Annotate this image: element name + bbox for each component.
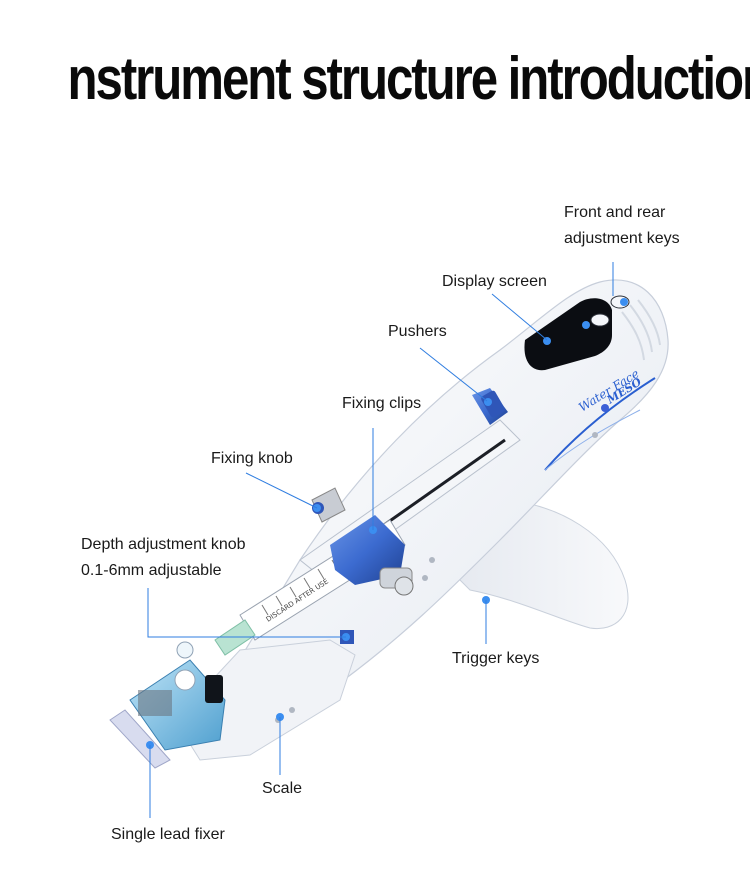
page-title: nstrument structure introduction — [67, 45, 750, 112]
label-scale: Scale — [262, 780, 303, 797]
fixing-knob — [311, 487, 346, 523]
label-trigger-keys: Trigger keys — [452, 650, 540, 667]
brand-swoosh — [544, 377, 656, 471]
label-depth-line2: 0.1-6mm adjustable — [81, 562, 222, 579]
label-pushers: Pushers — [388, 323, 447, 340]
label-fixing-knob: Fixing knob — [211, 450, 293, 467]
rear-ribs — [621, 299, 661, 361]
depth-adjustment-knob — [340, 567, 414, 644]
label-front-rear-line1: Front and rear — [564, 204, 666, 221]
leader-depth — [147, 588, 346, 638]
leader-lines — [147, 262, 614, 818]
label-fixing-clips: Fixing clips — [342, 395, 422, 412]
label-depth-adjustment: Depth adjustment knob 0.1-6mm adjustable — [81, 532, 246, 584]
display-screen — [524, 298, 612, 371]
label-single-lead-fixer: Single lead fixer — [111, 826, 225, 843]
gun-body — [214, 279, 669, 749]
rear-adjustment-key — [590, 313, 610, 327]
leader-fixing-knob — [245, 472, 318, 509]
label-display-screen: Display screen — [442, 273, 547, 290]
label-front-rear-line2: adjustment keys — [564, 230, 680, 247]
needle-cartridge — [109, 641, 226, 769]
label-depth-line1: Depth adjustment knob — [81, 536, 246, 553]
label-front-rear-keys: Front and rear adjustment keys — [564, 200, 680, 252]
leader-display — [491, 293, 548, 341]
display-screen-marker — [543, 337, 551, 345]
leader-pushers — [419, 347, 488, 402]
